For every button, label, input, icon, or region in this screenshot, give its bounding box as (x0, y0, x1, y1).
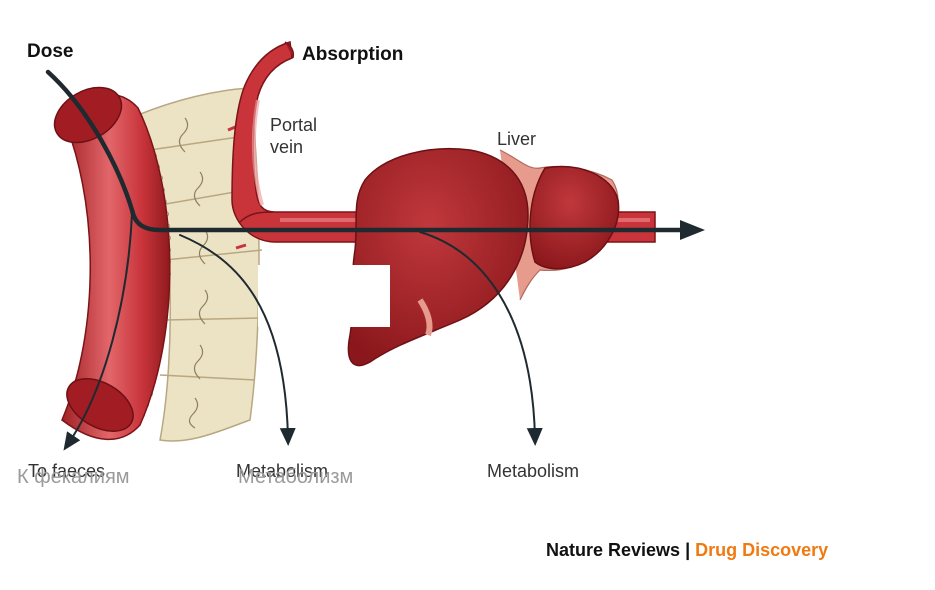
liver-metabolism-label: Metabolism (487, 461, 580, 481)
gut-metabolism-arrow (179, 234, 296, 446)
journal-name: Nature Reviews (546, 540, 681, 560)
to-faeces-arrow (63, 213, 133, 451)
liver-label: Liver (497, 129, 537, 149)
to-faeces-translation-overlay: К фекалиям (17, 466, 130, 488)
liver (347, 148, 620, 367)
vein-label: vein (270, 137, 304, 157)
journal-section: Drug Discovery (695, 540, 829, 560)
to-faeces-label: To faeces (28, 461, 106, 481)
occlusion-box-left (258, 265, 308, 327)
intestinal-wall (136, 87, 263, 442)
dose-label: Dose (27, 41, 74, 62)
intestine-tube (53, 86, 171, 441)
main-pathway-arrow (45, 69, 689, 233)
credit-separator: | (685, 540, 691, 560)
gut-metabolism-label: Metabolism (236, 461, 329, 481)
main-arrowhead (680, 220, 705, 240)
portal-label: Portal (270, 115, 318, 135)
gut-metabolism-translation-overlay: Метаболизм (238, 466, 354, 488)
journal-credit: Nature Reviews | Drug Discovery (546, 541, 828, 559)
drug-pathway-arrows (45, 69, 705, 451)
absorption-label: Absorption (302, 44, 404, 65)
occlusion-box-right (350, 265, 390, 327)
liver-metabolism-arrow (419, 231, 543, 446)
